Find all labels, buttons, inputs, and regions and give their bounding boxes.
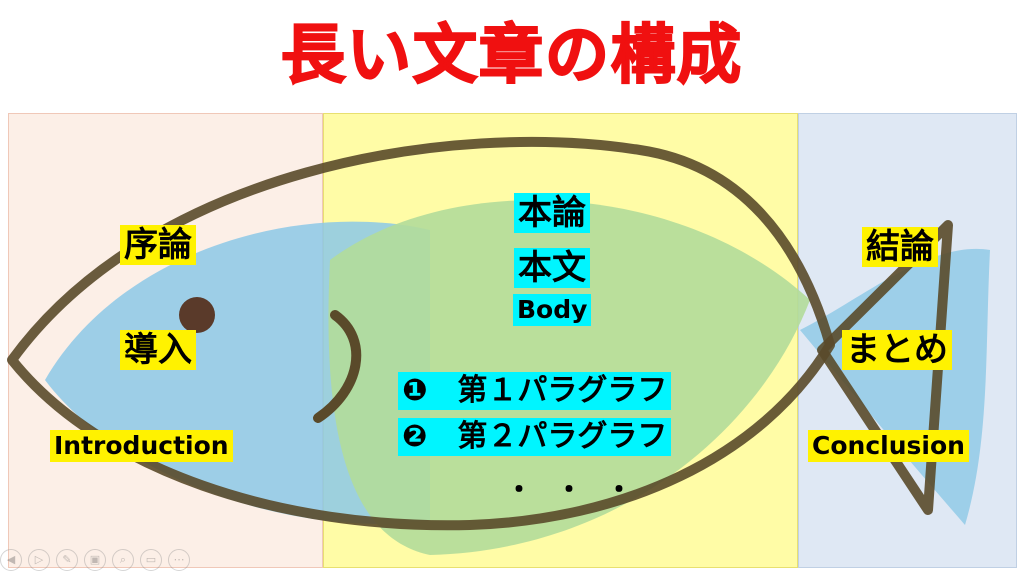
slideshow-toolbar: ◀ ▷ ✎ ▣ ⌕ ▭ ⋯ [0,549,190,571]
screen-icon[interactable]: ▣ [84,549,106,571]
body-ellipsis: ・・・ [505,473,656,506]
play-icon[interactable]: ▷ [28,549,50,571]
conclusion-label-ketsuron: 結論 [862,227,938,267]
conclusion-label-matome: まとめ [842,330,952,370]
subtitle-icon[interactable]: ▭ [140,549,162,571]
intro-label-joron: 序論 [120,225,196,265]
slide-title: 長い文章の構成 [280,18,743,94]
fish-eye [179,297,215,333]
more-icon[interactable]: ⋯ [168,549,190,571]
body-item-paragraph-1: ❶ 第１パラグラフ [398,372,672,410]
prev-icon[interactable]: ◀ [0,549,22,571]
intro-label-dounyu: 導入 [120,330,196,370]
body-label-honron: 本論 [514,193,590,233]
fish-gill [313,310,362,423]
body-label-english: Body [513,294,592,326]
body-label-honbun: 本文 [514,248,590,288]
zoom-icon[interactable]: ⌕ [112,549,134,571]
intro-label-english: Introduction [50,430,233,462]
conclusion-label-english: Conclusion [808,430,969,462]
pen-icon[interactable]: ✎ [56,549,78,571]
fish-tail-blue [800,248,990,525]
body-item-paragraph-2: ❷ 第２パラグラフ [398,418,672,456]
